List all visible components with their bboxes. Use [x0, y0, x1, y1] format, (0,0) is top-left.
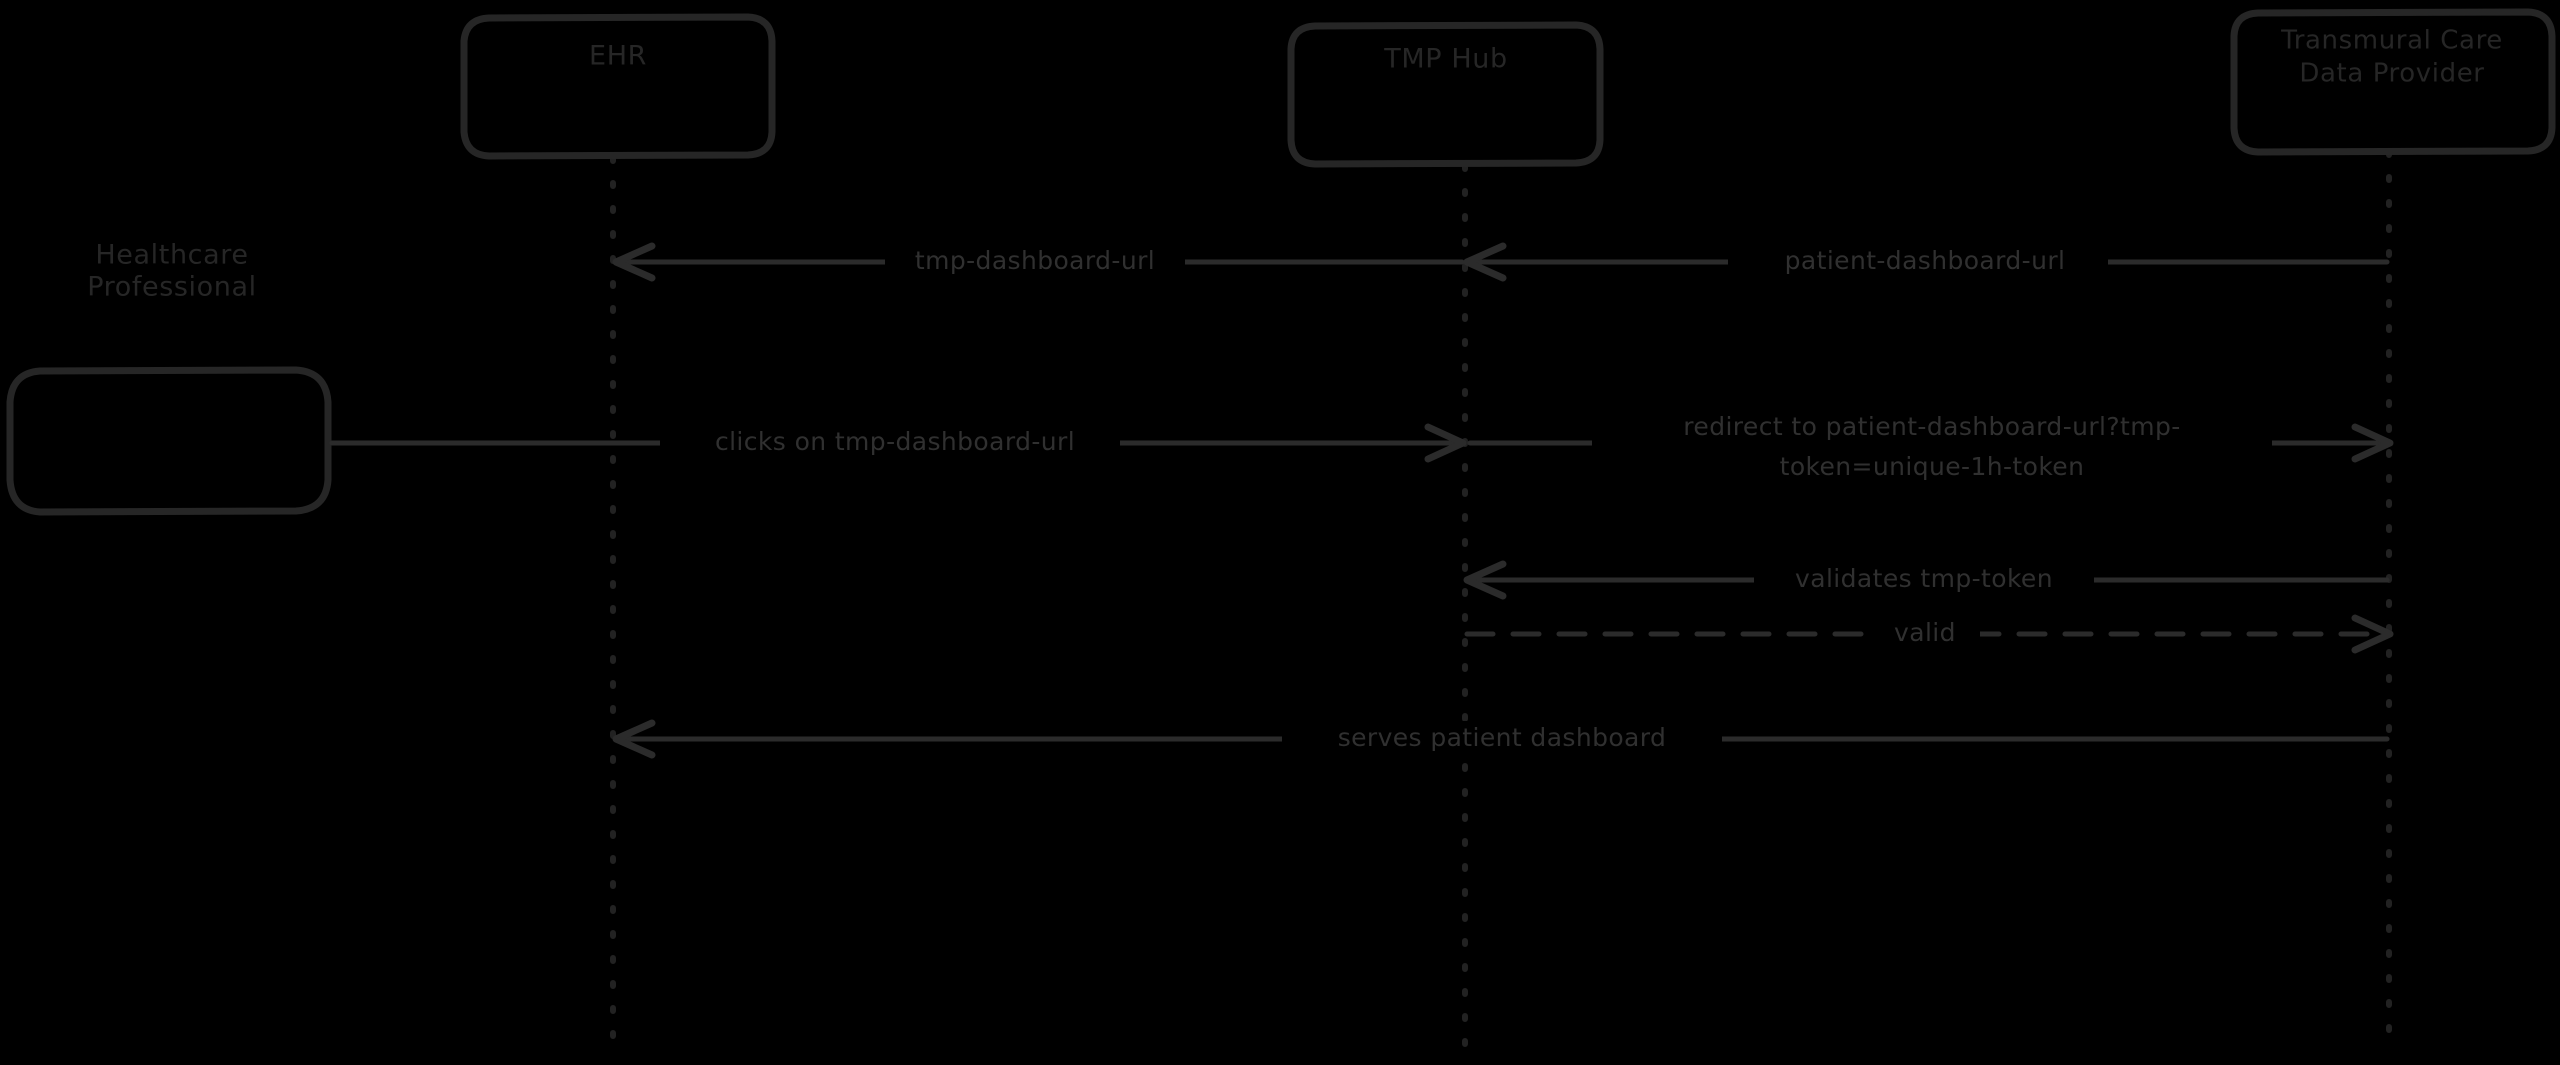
message-6-label: valid — [1894, 618, 1956, 647]
message-5-arrowhead — [1463, 560, 1507, 600]
participant-label-healthcare-line1: Healthcare — [95, 240, 248, 271]
message-1-label: tmp-dashboard-url — [915, 246, 1155, 275]
lifelines — [610, 149, 2392, 1051]
message-4-arrowhead — [2351, 423, 2394, 463]
participant-label-transmural-care-line1: Transmural Care — [2280, 26, 2503, 56]
participant-ehr[interactable]: EHR — [460, 13, 776, 160]
participant-box-transmural-care-data-provider — [2230, 8, 2556, 156]
message-2-arrowhead — [1463, 242, 1507, 282]
message-4-label-line1: redirect to patient-dashboard-url?tmp- — [1683, 412, 2180, 441]
participant-label-ehr: EHR — [589, 41, 647, 72]
message-5-label: validates tmp-token — [1795, 564, 2053, 593]
message-6-label-backdrop — [1870, 616, 1980, 652]
message-7-label: serves patient dashboard — [1338, 723, 1667, 752]
message-6-arrowhead — [2351, 614, 2394, 654]
participant-box-healthcare-professional — [6, 366, 332, 516]
message-7-label-backdrop — [1282, 721, 1722, 757]
participant-label-transmural-care-line2: Data Provider — [2299, 59, 2484, 89]
message-4-redirect-to-patient-dashboard-url[interactable]: redirect to patient-dashboard-url?tmp- t… — [1467, 404, 2394, 482]
participant-label-healthcare-line2: Professional — [87, 272, 256, 303]
message-7-arrowhead — [612, 719, 656, 759]
participant-healthcare-professional[interactable]: Healthcare Professional — [6, 240, 332, 516]
message-6-valid[interactable]: valid — [1464, 614, 2394, 654]
message-1-tmp-dashboard-url[interactable]: tmp-dashboard-url — [612, 242, 1465, 282]
participant-tmp-hub[interactable]: TMP Hub — [1287, 21, 1604, 168]
message-5-validates-tmp-token[interactable]: validates tmp-token — [1463, 560, 2390, 600]
message-4-label-backdrop — [1592, 404, 2272, 482]
participant-label-tmp-hub: TMP Hub — [1383, 44, 1507, 75]
message-2-patient-dashboard-url[interactable]: patient-dashboard-url — [1463, 242, 2390, 282]
message-3-arrowhead — [1424, 423, 1467, 463]
participant-box-ehr — [460, 13, 776, 160]
message-3-clicks-on-tmp-dashboard-url[interactable]: clicks on tmp-dashboard-url — [329, 423, 1467, 463]
message-5-label-backdrop — [1754, 562, 2094, 598]
message-1-arrowhead — [612, 242, 656, 282]
participant-transmural-care-data-provider[interactable]: Transmural Care Data Provider — [2230, 8, 2556, 156]
message-2-label-backdrop — [1728, 244, 2108, 280]
message-1-label-backdrop — [885, 244, 1185, 280]
message-2-label: patient-dashboard-url — [1785, 246, 2066, 275]
message-7-serves-patient-dashboard[interactable]: serves patient dashboard — [612, 719, 2390, 759]
message-3-label-backdrop — [660, 425, 1120, 461]
participant-box-tmp-hub — [1287, 21, 1604, 168]
message-3-label: clicks on tmp-dashboard-url — [715, 427, 1075, 456]
message-4-label-line2: token=unique-1h-token — [1780, 452, 2085, 481]
